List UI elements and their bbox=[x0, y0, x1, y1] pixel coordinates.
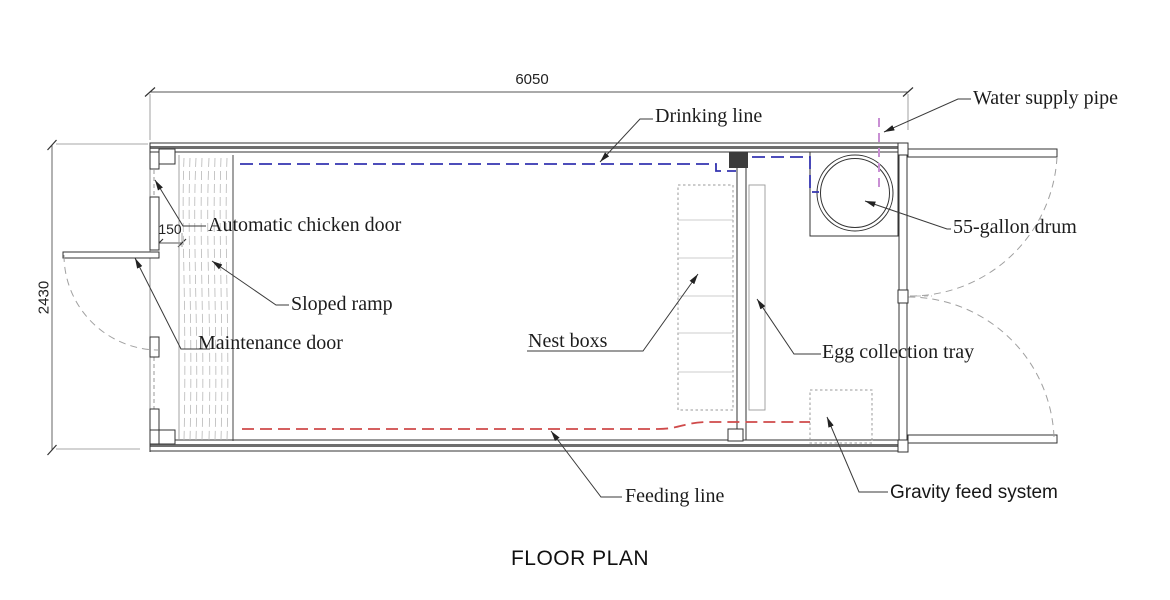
leader-feeding-line bbox=[550, 430, 622, 498]
wall-jamb-bottom bbox=[158, 429, 176, 445]
label-maintenance-door: Maintenance door bbox=[198, 332, 343, 354]
dimension-lines bbox=[51, 91, 908, 450]
outer-walls bbox=[149, 142, 909, 452]
leader-egg-collection-tray bbox=[756, 298, 821, 355]
right-top-door-leaf bbox=[907, 148, 1058, 158]
interior-wall bbox=[727, 152, 748, 442]
label-water-supply-pipe: Water supply pipe bbox=[973, 87, 1119, 109]
leader-lines bbox=[134, 98, 971, 498]
leader-nest-boxes bbox=[527, 273, 699, 352]
page-title: FLOOR PLAN bbox=[510, 547, 650, 570]
label-nest-boxes: Nest boxs bbox=[528, 330, 608, 352]
right-bottom-door-leaf bbox=[907, 434, 1058, 444]
leader-maintenance-door bbox=[134, 257, 210, 350]
maintenance-door-leaf bbox=[62, 251, 160, 259]
drum-inner-circle bbox=[820, 158, 890, 228]
left-wall-details bbox=[146, 148, 176, 445]
wall-jamb-top bbox=[158, 148, 176, 165]
egg-collection-tray bbox=[748, 184, 766, 411]
doors bbox=[62, 148, 1058, 444]
leader-gravity-feed-system bbox=[826, 416, 888, 493]
feeding-line-path bbox=[242, 421, 810, 430]
nest-boxes bbox=[677, 184, 734, 411]
leader-sloped-ramp bbox=[211, 260, 289, 306]
label-automatic-chicken-door: Automatic chicken door bbox=[208, 214, 402, 236]
label-egg-collection-tray: Egg collection tray bbox=[822, 341, 975, 363]
label-drum: 55-gallon drum bbox=[953, 216, 1077, 238]
drum-compartment bbox=[809, 151, 899, 237]
label-gravity-feed-system: Gravity feed system bbox=[890, 482, 1058, 503]
leader-drinking-line bbox=[599, 118, 653, 163]
label-feeding-line: Feeding line bbox=[625, 485, 725, 507]
dimension-overall-height: 2430 bbox=[35, 280, 53, 315]
drinking-line-path bbox=[240, 156, 819, 193]
ramp-hatch bbox=[182, 157, 229, 441]
gravity-feed-system bbox=[809, 389, 873, 444]
sloped-ramp bbox=[178, 155, 234, 441]
label-drinking-line: Drinking line bbox=[655, 105, 763, 127]
right-wall-details bbox=[897, 142, 909, 453]
dimension-chicken-door-width: 150 bbox=[158, 221, 182, 237]
dimension-extension-lines bbox=[56, 94, 909, 450]
label-sloped-ramp: Sloped ramp bbox=[291, 293, 393, 315]
door-swing-arcs bbox=[63, 156, 1058, 438]
dimension-overall-width: 6050 bbox=[515, 71, 549, 88]
leader-automatic-chicken-door bbox=[154, 179, 206, 227]
leader-water-supply-pipe bbox=[883, 98, 971, 133]
leader-drum bbox=[864, 200, 951, 230]
drum-outer-circle bbox=[816, 154, 894, 232]
